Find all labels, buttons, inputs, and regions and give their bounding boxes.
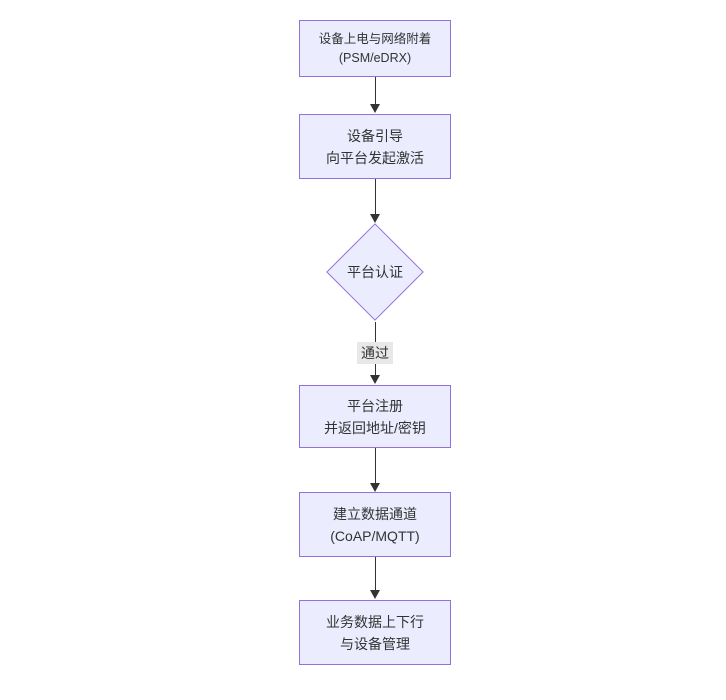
node-label: 向平台发起激活 xyxy=(326,149,424,166)
edge-d-e xyxy=(370,448,380,492)
arrowhead-down-icon xyxy=(370,375,380,384)
arrowhead-down-icon xyxy=(370,483,380,492)
decision-platform-auth: 平台认证 xyxy=(325,222,425,322)
node-business-data-mgmt: 业务数据上下行 与设备管理 xyxy=(299,600,451,665)
arrowhead-down-icon xyxy=(370,590,380,599)
node-bootstrap-activate: 设备引导 向平台发起激活 xyxy=(299,114,451,179)
node-power-attach: 设备上电与网络附着 (PSM/eDRX) xyxy=(299,20,451,77)
edge-b-c xyxy=(370,179,380,223)
node-data-channel: 建立数据通道 (CoAP/MQTT) xyxy=(299,492,451,557)
edge-label-pass: 通过 xyxy=(357,342,393,364)
edge-line xyxy=(374,77,376,104)
edge-e-f xyxy=(370,557,380,599)
node-label: 与设备管理 xyxy=(340,635,410,652)
node-label: 设备上电与网络附着 xyxy=(318,31,432,46)
edge-line xyxy=(374,448,376,483)
node-label: 业务数据上下行 xyxy=(326,613,424,630)
node-label: (PSM/eDRX) xyxy=(338,50,412,65)
edge-line xyxy=(374,557,376,590)
edge-a-b xyxy=(370,77,380,113)
node-label: (CoAP/MQTT) xyxy=(330,527,420,544)
node-label: 平台注册 xyxy=(347,397,403,414)
node-label: 平台认证 xyxy=(347,264,403,280)
arrowhead-down-icon xyxy=(370,214,380,223)
arrowhead-down-icon xyxy=(370,104,380,113)
node-label: 并返回地址/密钥 xyxy=(324,419,426,436)
edge-line xyxy=(374,179,376,214)
node-label: 设备引导 xyxy=(347,127,403,144)
node-label: 建立数据通道 xyxy=(333,505,417,522)
node-platform-register: 平台注册 并返回地址/密钥 xyxy=(299,385,451,448)
